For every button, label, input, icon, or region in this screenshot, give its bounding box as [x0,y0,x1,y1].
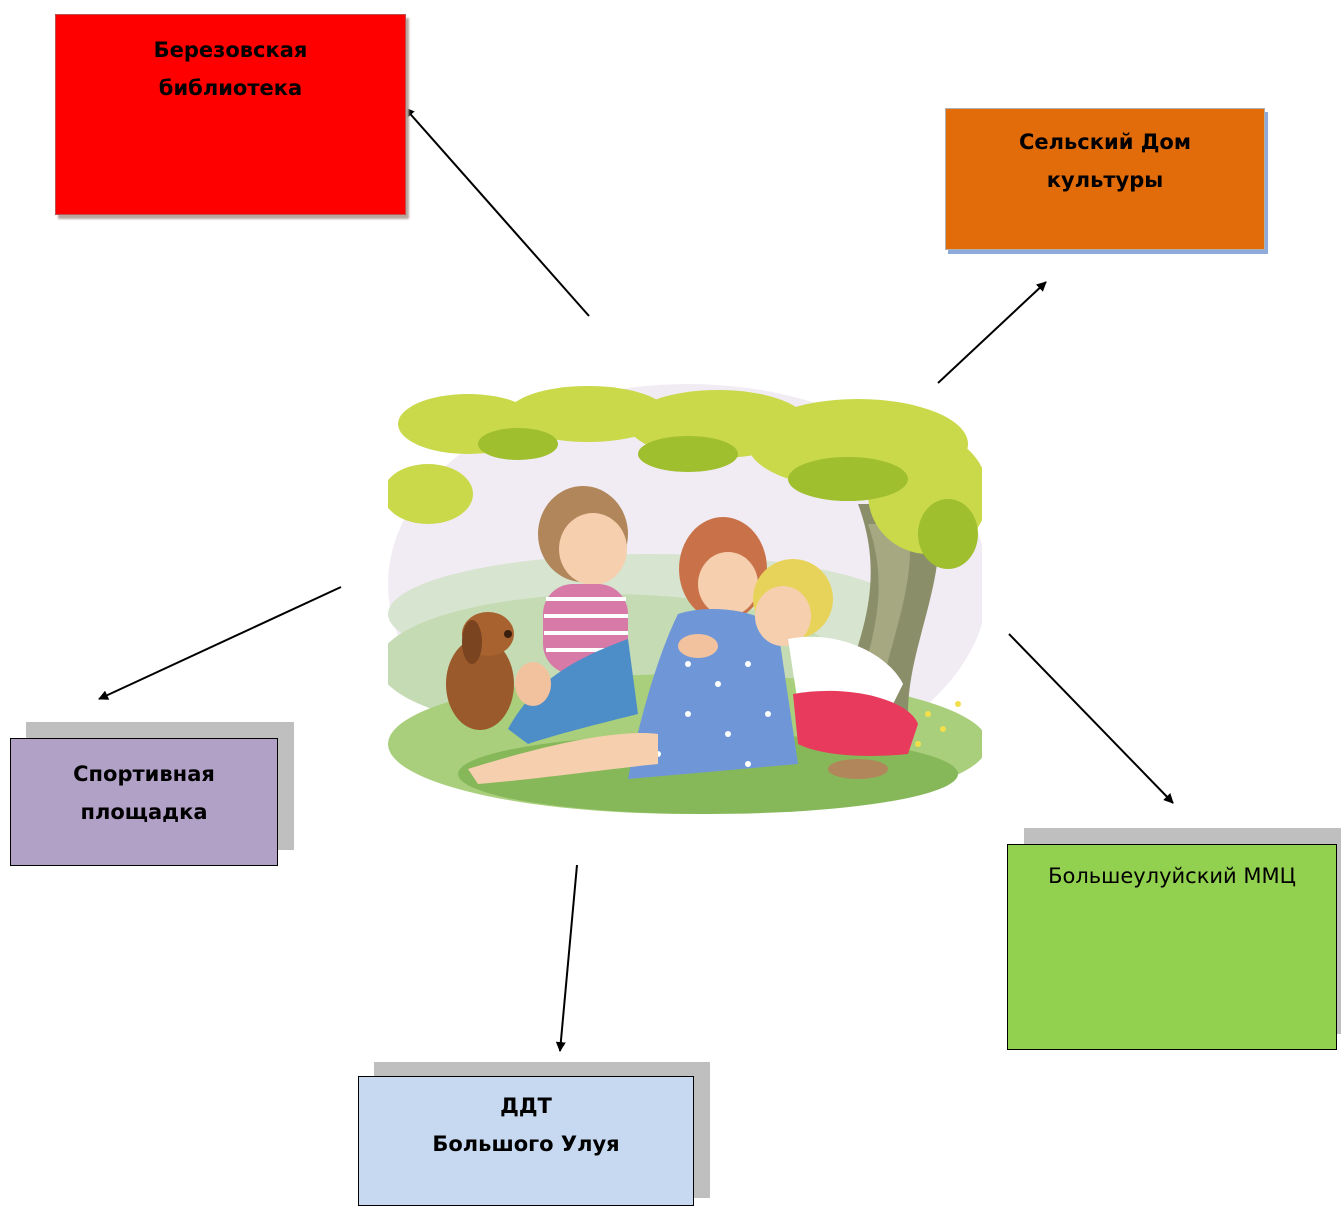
culture-house-label-line2: культуры [1046,168,1164,192]
ddt-label-line1: ДДТ [500,1094,552,1118]
mmc-label: Большеулуйский ММЦ [1048,864,1296,888]
ddt-node: ДДТ Большого Улуя [358,1076,694,1206]
arrow-to-ddt [555,864,578,1052]
children-under-tree-illustration [388,384,982,816]
arrow-to-sdk [937,281,1047,384]
sports-ground-label-line1: Спортивная [73,762,215,786]
library-label-line1: Березовская [153,38,308,62]
library-label-line2: библиотека [158,76,303,100]
sports-ground-label-line2: площадка [80,800,208,824]
culture-house-label-line1: Сельский Дом [1018,130,1192,154]
mmc-node: Большеулуйский ММЦ [1007,844,1337,1050]
arrow-to-mmc [1008,633,1174,804]
library-node: Березовская библиотека [55,14,406,215]
sports-ground-node: Спортивная площадка [10,738,278,866]
arrow-to-sport [98,586,342,700]
ddt-label-line2: Большого Улуя [432,1132,620,1156]
culture-house-node: Сельский Дом культуры [945,108,1265,250]
arrow-to-library [404,107,590,317]
